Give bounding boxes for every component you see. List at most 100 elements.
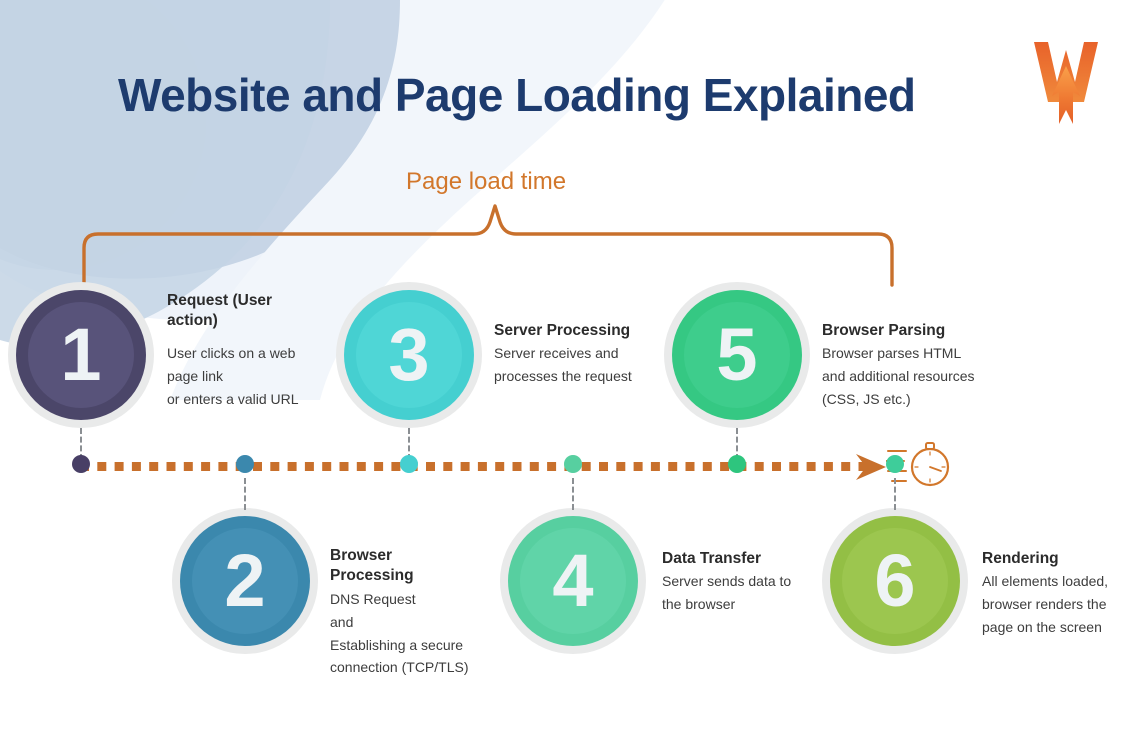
timeline-dash <box>97 462 107 471</box>
timeline-dash <box>356 462 366 471</box>
step-stem-2 <box>244 478 246 510</box>
step-number-3: 3 <box>388 313 430 396</box>
step-number-1: 1 <box>60 313 102 396</box>
bracket-path <box>82 204 894 287</box>
timeline-dash <box>270 462 280 471</box>
timeline-dash <box>149 462 159 471</box>
step-circle-3[interactable]: 3 <box>336 282 482 428</box>
step-heading-2: Browser Processing <box>330 547 414 585</box>
step-number-2: 2 <box>224 539 266 622</box>
step-stem-6 <box>894 478 896 510</box>
step-text-2: Browser Processing DNS Request and Estab… <box>330 546 498 679</box>
step-circle-5[interactable]: 5 <box>664 282 810 428</box>
step-body-4: Server sends data to the browser <box>662 573 792 613</box>
timeline-dash <box>633 462 643 471</box>
step-heading-1: Request (User action) <box>167 292 273 330</box>
logo-rocket-flame <box>1052 66 1080 124</box>
step-text-3: Server Processing Server receives and pr… <box>494 321 666 388</box>
step-heading-6: Rendering <box>982 550 1059 567</box>
timeline-dash <box>460 462 470 471</box>
step-disc-inner-5 <box>684 302 790 408</box>
step-text-6: Rendering All elements loaded, browser r… <box>982 549 1136 639</box>
timeline-dash <box>754 462 764 471</box>
page-title: Website and Page Loading Explained <box>118 69 916 121</box>
timeline-dash <box>114 462 124 471</box>
step-text-5: Browser Parsing Browser parses HTML and … <box>822 321 1006 411</box>
step-heading-5: Browser Parsing <box>822 322 946 339</box>
timeline-dash <box>529 462 539 471</box>
timeline-node-2[interactable] <box>236 455 254 473</box>
timeline-node-1[interactable] <box>72 455 90 473</box>
step-stem-4 <box>572 478 574 510</box>
timeline-dash <box>339 462 349 471</box>
step-circle-2[interactable]: 2 <box>172 508 318 654</box>
timeline-dash <box>218 462 228 471</box>
timeline-dash <box>426 462 435 471</box>
timeline-dash <box>668 462 678 471</box>
step-number-4: 4 <box>552 539 594 622</box>
timeline-dash <box>823 462 833 471</box>
timeline-dash <box>253 462 262 471</box>
step-body-1: User clicks on a web page link or enters… <box>167 344 299 407</box>
step-circle-4[interactable]: 4 <box>500 508 646 654</box>
step-circle-6[interactable]: 6 <box>822 508 968 654</box>
timeline-dash <box>789 462 799 471</box>
step-stem-1 <box>80 428 82 460</box>
step-stem-3 <box>408 428 410 460</box>
timeline-dash <box>443 462 453 471</box>
timeline-dash <box>616 462 626 471</box>
timeline-dash <box>322 462 332 471</box>
step-text-1: Request (User action) User clicks on a w… <box>167 291 327 410</box>
timeline-track <box>80 454 886 480</box>
timeline-node-5[interactable] <box>728 455 746 473</box>
step-number-5: 5 <box>716 313 758 396</box>
page-load-time-bracket <box>82 204 894 287</box>
timeline-node-3[interactable] <box>400 455 418 473</box>
page-load-time-label: Page load time <box>406 168 567 195</box>
timeline-dash <box>166 462 176 471</box>
timeline-dash <box>650 462 660 471</box>
timeline-arrowhead <box>856 454 886 480</box>
timeline-dash <box>685 462 695 471</box>
wp-rocket-logo <box>1034 42 1098 124</box>
stopwatch-crown <box>925 442 935 450</box>
timeline-dash <box>702 462 712 471</box>
stopwatch-hand <box>929 466 942 472</box>
step-body-5: Browser parses HTML and additional resou… <box>822 345 975 408</box>
step-text-4: Data Transfer Server sends data to the b… <box>662 549 834 616</box>
step-body-6: All elements loaded, browser renders the… <box>982 573 1109 636</box>
timeline-node-6[interactable] <box>886 455 904 473</box>
step-heading-4: Data Transfer <box>662 550 762 567</box>
timeline-dash <box>477 462 487 471</box>
step-body-3: Server receives and processes the reques… <box>494 345 632 385</box>
timeline-dash <box>183 462 193 471</box>
timeline-dashes <box>80 462 868 471</box>
step-disc-inner-1 <box>28 302 134 408</box>
step-disc-inner-2 <box>192 528 298 634</box>
timeline-dash <box>131 462 141 471</box>
step-disc-inner-4 <box>520 528 626 634</box>
timeline-dash <box>806 462 816 471</box>
step-body-2: DNS Request and Establishing a secure co… <box>330 590 469 676</box>
step-disc-inner-3 <box>356 302 462 408</box>
timeline-dash <box>841 462 851 471</box>
timeline-dash <box>720 462 730 471</box>
timeline-node-4[interactable] <box>564 455 582 473</box>
step-disc-inner-6 <box>842 528 948 634</box>
timeline-dash <box>495 462 505 471</box>
step-number-6: 6 <box>874 539 916 622</box>
timeline-dash <box>391 462 401 471</box>
timeline-dash <box>581 462 591 471</box>
timeline-dash <box>547 462 557 471</box>
timeline-dash <box>201 462 211 471</box>
timeline-dash <box>858 462 868 471</box>
timeline-dash <box>599 462 608 471</box>
step-stem-5 <box>736 428 738 460</box>
timeline-dash <box>287 462 297 471</box>
timeline-dash <box>374 462 384 471</box>
step-heading-3: Server Processing <box>494 322 631 339</box>
timeline-dash <box>304 462 314 471</box>
timeline-dash <box>512 462 522 471</box>
step-circle-1[interactable]: 1 <box>8 282 154 428</box>
